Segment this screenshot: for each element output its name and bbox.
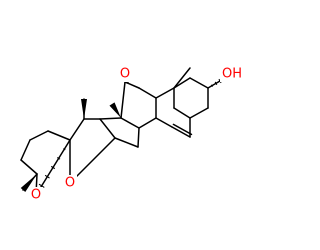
wedge-bond-methyl-21	[81, 99, 87, 119]
hash-bond-ring-oxygen-4	[44, 174, 50, 179]
bond-A5-A6	[189, 107, 209, 119]
bond-C7-C6	[171, 126, 191, 138]
bond-F3-F4	[20, 159, 38, 175]
steroid-spiroketal-structure: O OH O O	[0, 0, 250, 250]
ring-oxygen-f-label: O	[31, 188, 41, 203]
bond-F2-F3	[20, 139, 31, 161]
hash-bond-hydroxyl-2	[214, 81, 218, 85]
bond-C20-C22	[69, 118, 85, 141]
bond-F1-F2	[29, 130, 49, 141]
hydroxyl-label: OH	[222, 67, 242, 82]
bond-C8-C7	[155, 117, 173, 128]
bond-C11-C9	[138, 87, 157, 99]
hash-bond-ring-oxygen-3	[50, 165, 56, 170]
bond-A3-C9	[155, 87, 175, 99]
bond-A2-A3	[173, 77, 191, 89]
bond-C8-C14	[138, 117, 157, 129]
atom-label-hydroxyl: OH	[220, 66, 244, 82]
hash-bond-ring-oxygen-2	[57, 157, 61, 160]
bond-C14-C15	[137, 127, 140, 148]
ring-oxygen-e-label: O	[65, 176, 75, 191]
wedge-bond-methyl-f	[20, 174, 37, 192]
bond-C17-C13	[99, 117, 122, 120]
hash-bond-hydroxyl-1	[210, 84, 214, 87]
bond-OE-C16	[69, 137, 116, 184]
bond-C14-C13	[120, 117, 140, 129]
hash-bond-ring-oxygen-1	[63, 148, 66, 151]
bond-A4-A5	[173, 107, 191, 119]
bond-A3-Me19	[173, 67, 191, 89]
atom-label-oxo: O	[118, 66, 132, 82]
bond-C12-C11	[124, 81, 140, 89]
hash-bond-ring-oxygen-5	[38, 183, 45, 188]
canvas-background	[0, 0, 250, 250]
oxo-oxygen-label: O	[120, 67, 130, 82]
atom-label-ring-o-f: O	[29, 187, 43, 203]
atom-label-ring-o-e: O	[63, 175, 77, 191]
wedge-bond-methyl-18	[109, 102, 121, 118]
bond-C16-C17	[99, 118, 116, 139]
bond-C22-F1	[47, 130, 71, 141]
double-bond-alkene	[172, 123, 193, 136]
bond-C15-C16	[114, 137, 139, 148]
bond-C13-C12	[120, 81, 126, 119]
bond-A1-A2	[189, 77, 209, 89]
